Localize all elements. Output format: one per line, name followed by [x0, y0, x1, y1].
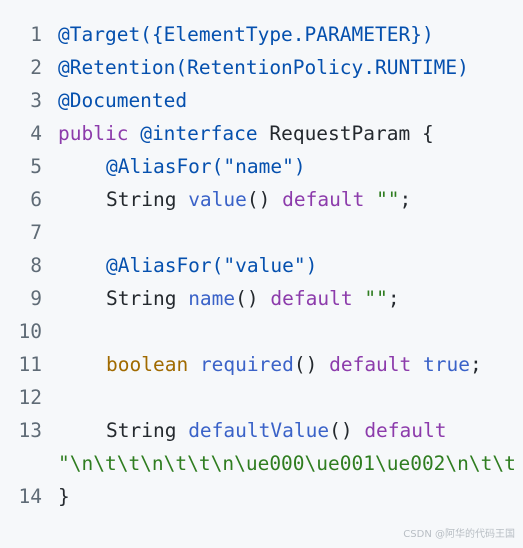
- line-number: 4: [30, 122, 42, 145]
- code-token: (): [329, 419, 365, 442]
- code-token: [188, 353, 200, 376]
- code-line: 5 @AliasFor("name"): [0, 150, 523, 183]
- code-token: @Retention(RetentionPolicy.RUNTIME): [58, 56, 469, 79]
- code-token: @AliasFor("name"): [106, 155, 306, 178]
- line-number: 2: [30, 56, 42, 79]
- code-token: default: [329, 353, 412, 376]
- code-token: @interface: [140, 122, 258, 145]
- line-number: 12: [18, 386, 42, 409]
- watermark: CSDN @阿华的代码王国: [403, 529, 515, 540]
- code-line: 10: [0, 315, 523, 348]
- code-token: ;: [387, 287, 400, 310]
- code-token: default: [364, 419, 447, 442]
- code-token: @Documented: [58, 89, 188, 112]
- code-token: String: [106, 188, 189, 211]
- code-line: 12: [0, 381, 523, 414]
- line-number: 9: [30, 287, 42, 310]
- line-number: 1: [30, 23, 42, 46]
- code-token: default: [282, 188, 365, 211]
- code-token: "": [376, 188, 400, 211]
- code-token: (): [246, 188, 283, 211]
- code-token: [353, 287, 365, 310]
- line-number: 5: [30, 155, 42, 178]
- code-token: RequestParam {: [257, 122, 434, 145]
- code-token: (): [235, 287, 271, 310]
- code-lines: 1 @Target({ElementType.PARAMETER}) 2 @Reten…: [0, 18, 523, 513]
- line-number: 14: [18, 485, 42, 508]
- code-token: value: [188, 188, 247, 211]
- code-token: ;: [399, 188, 412, 211]
- code-token: (): [293, 353, 330, 376]
- code-line: 11 boolean required() default true;: [0, 348, 523, 381]
- line-number: 11: [18, 353, 42, 376]
- code-token: String: [106, 287, 189, 310]
- code-line: 8 @AliasFor("value"): [0, 249, 523, 282]
- code-token: boolean: [106, 353, 189, 376]
- code-token: }: [58, 485, 70, 508]
- code-line: 7: [0, 216, 523, 249]
- code-line: 13 String defaultValue() default "\n\t\t\n…: [0, 414, 523, 480]
- code-token: defaultValue: [188, 419, 330, 442]
- code-token: @AliasFor("value"): [106, 254, 318, 277]
- line-number: 3: [30, 89, 42, 112]
- code-line: 9 String name() default "";: [0, 282, 523, 315]
- code-token: default: [270, 287, 353, 310]
- code-token: "\n\t\t\n\t\t\n\ue000\ue001\ue002\n\t\t: [58, 452, 516, 475]
- line-number: 8: [30, 254, 42, 277]
- code-line: 2 @Retention(RetentionPolicy.RUNTIME): [0, 51, 523, 84]
- code-token: required: [199, 353, 294, 376]
- code-line: 6 String value() default "";: [0, 183, 523, 216]
- line-number: 6: [30, 188, 42, 211]
- code-token: @Target({ElementType.PARAMETER}): [58, 23, 434, 46]
- line-number: 13: [18, 419, 42, 442]
- code-token: ;: [470, 353, 482, 376]
- code-token: [364, 188, 376, 211]
- code-line: 3 @Documented: [0, 84, 523, 117]
- line-number: 10: [18, 320, 42, 343]
- code-line: 4 public @interface RequestParam {: [0, 117, 523, 150]
- line-number: 7: [30, 221, 42, 244]
- code-line: 1 @Target({ElementType.PARAMETER}): [0, 18, 523, 51]
- code-token: [128, 122, 140, 145]
- code-token: true: [423, 353, 470, 376]
- code-token: String: [106, 419, 189, 442]
- code-token: [411, 353, 423, 376]
- code-line: 14}: [0, 480, 523, 513]
- code-token: public: [58, 122, 129, 145]
- code-token: "": [364, 287, 388, 310]
- wrapped-continuation: "\n\t\t\n\t\t\n\ue000\ue001\ue002\n\t\t: [0, 447, 523, 480]
- code-token: name: [188, 287, 236, 310]
